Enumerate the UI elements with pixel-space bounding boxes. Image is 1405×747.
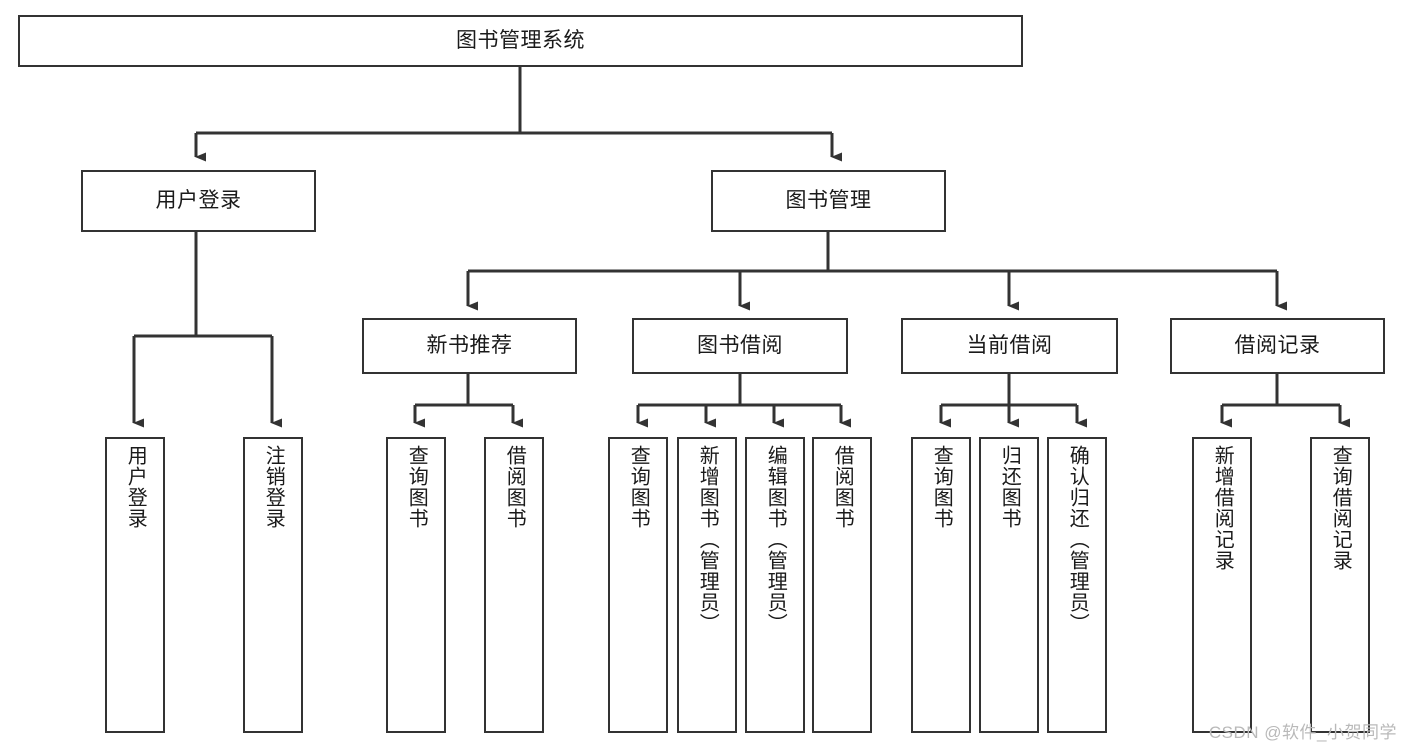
leaf-add-record[interactable]: 新增借阅记录 (1192, 437, 1252, 733)
node-new-book-rec[interactable]: 新书推荐 (362, 318, 577, 374)
leaf-add-book-label: 新增图书（管理员） (696, 445, 719, 634)
leaf-query-record-label: 查询借阅记录 (1329, 445, 1352, 571)
leaf-user-login-label: 用户登录 (124, 445, 147, 529)
leaf-logout-label: 注销登录 (262, 445, 285, 529)
node-book-manage-label: 图书管理 (785, 189, 872, 213)
leaf-query-book-1[interactable]: 查询图书 (386, 437, 446, 733)
leaf-add-book[interactable]: 新增图书（管理员） (677, 437, 737, 733)
node-root[interactable]: 图书管理系统 (18, 15, 1023, 67)
leaf-query-book-2[interactable]: 查询图书 (608, 437, 668, 733)
node-book-borrow[interactable]: 图书借阅 (632, 318, 848, 374)
leaf-query-book-3[interactable]: 查询图书 (911, 437, 971, 733)
node-user-login[interactable]: 用户登录 (81, 170, 316, 232)
leaf-return-book[interactable]: 归还图书 (979, 437, 1039, 733)
leaf-query-book-3-label: 查询图书 (930, 445, 953, 529)
leaf-add-record-label: 新增借阅记录 (1211, 445, 1234, 571)
leaf-query-book-1-label: 查询图书 (405, 445, 428, 529)
leaf-return-book-label: 归还图书 (998, 445, 1021, 529)
leaf-edit-book-label: 编辑图书（管理员） (764, 445, 787, 634)
leaf-logout[interactable]: 注销登录 (243, 437, 303, 733)
leaf-borrow-book-2[interactable]: 借阅图书 (812, 437, 872, 733)
node-user-login-label: 用户登录 (155, 189, 242, 213)
leaf-confirm-return-label: 确认归还（管理员） (1066, 445, 1089, 634)
leaf-query-book-2-label: 查询图书 (627, 445, 650, 529)
node-new-book-rec-label: 新书推荐 (426, 334, 513, 358)
leaf-edit-book[interactable]: 编辑图书（管理员） (745, 437, 805, 733)
node-book-manage[interactable]: 图书管理 (711, 170, 946, 232)
node-current-borrow[interactable]: 当前借阅 (901, 318, 1118, 374)
node-root-label: 图书管理系统 (456, 29, 585, 53)
node-borrow-record-label: 借阅记录 (1234, 334, 1321, 358)
csdn-watermark: CSDN @软件_小贺同学 (1208, 723, 1397, 742)
leaf-confirm-return[interactable]: 确认归还（管理员） (1047, 437, 1107, 733)
leaf-query-record[interactable]: 查询借阅记录 (1310, 437, 1370, 733)
leaf-borrow-book-2-label: 借阅图书 (831, 445, 854, 529)
node-borrow-record[interactable]: 借阅记录 (1170, 318, 1385, 374)
node-book-borrow-label: 图书借阅 (697, 334, 783, 358)
node-current-borrow-label: 当前借阅 (966, 334, 1053, 358)
leaf-borrow-book-1[interactable]: 借阅图书 (484, 437, 544, 733)
leaf-borrow-book-1-label: 借阅图书 (503, 445, 526, 529)
leaf-user-login[interactable]: 用户登录 (105, 437, 165, 733)
